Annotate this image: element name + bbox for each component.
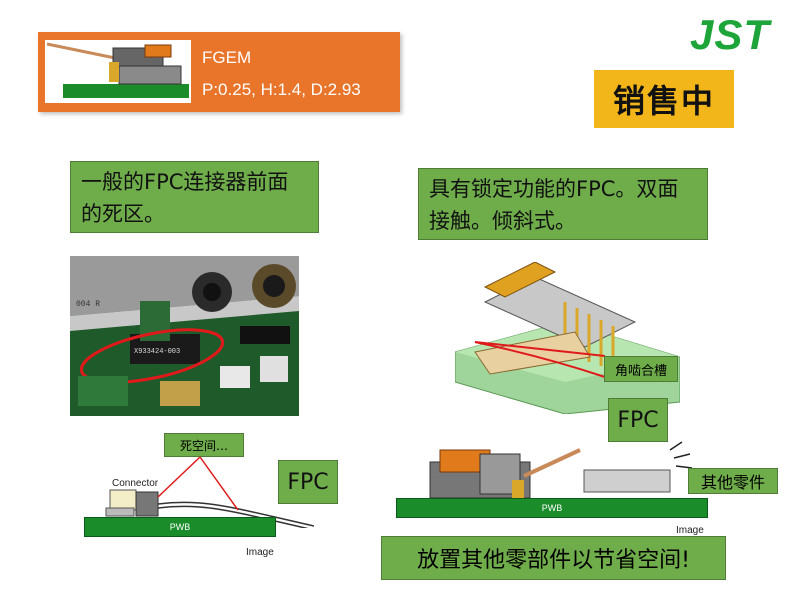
left-pwb: PWB [84,517,276,537]
right-pwb: PWB [396,498,708,518]
photo-marking: X933424-003 [134,348,180,356]
right-caption: 具有锁定功能的FPC。双面接触。倾斜式。 [418,168,708,240]
bottom-caption: 放置其他零部件以节省空间! [381,536,726,580]
dead-space-label: 死空间… [164,433,244,457]
on-sale-badge: 销售中 [594,70,734,128]
left-caption: 一般的FPC连接器前面的死区。 [70,161,319,233]
svg-text:004 R: 004 R [76,300,100,309]
jst-logo: JST [690,11,771,58]
other-parts-label: 其他零件 [688,468,778,494]
connector-label: Connector [112,478,159,489]
left-diagram [84,468,315,531]
dead-space-arrows [150,455,260,515]
left-fpc-label: FPC [278,460,338,504]
on-sale-text: 销售中 [612,82,715,120]
right-image-label: Image [676,525,704,536]
left-image-label: Image [246,547,274,558]
product-thumbnail [45,40,191,103]
right-diagram [420,440,700,500]
groove-label: 角啮合槽 [604,356,678,382]
product-name: FGEM [202,48,252,67]
right-fpc-label: FPC [608,398,668,442]
connector-3d-image [454,261,681,415]
product-spec: P:0.25, H:1.4, D:2.93 [202,80,361,99]
pcb-photo: 004 R X933424-003 [70,256,299,416]
